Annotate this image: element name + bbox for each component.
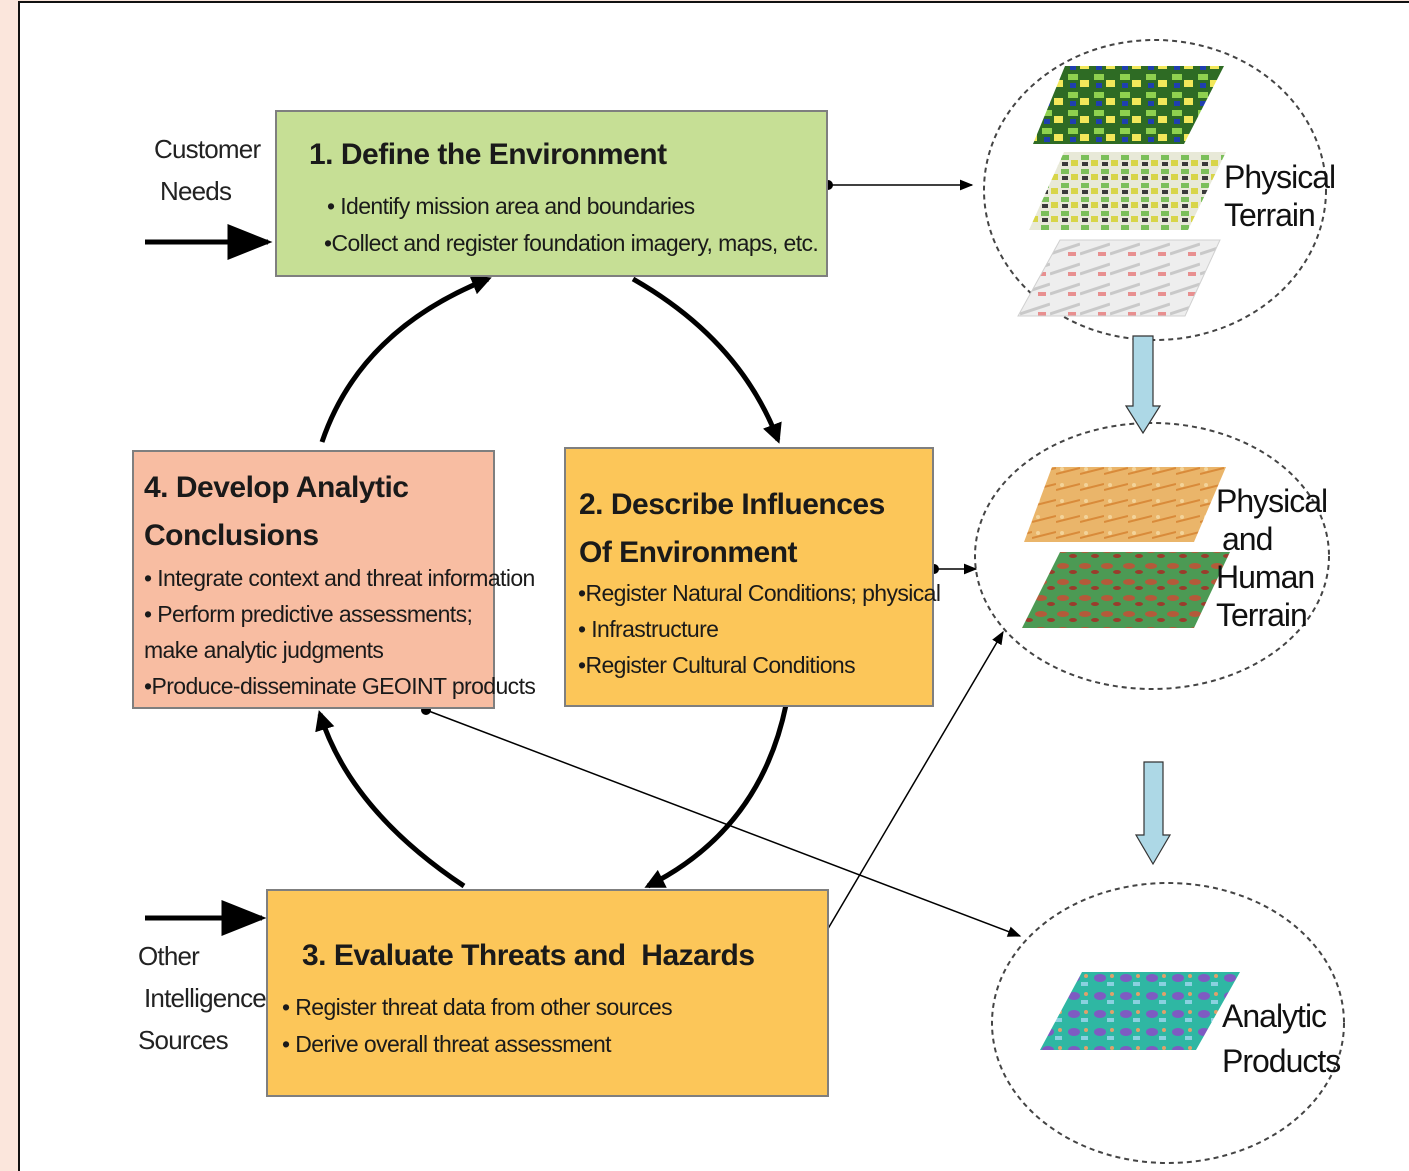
step-1-title: 1. Define the Environment xyxy=(309,138,667,171)
analytic-products-ellipse xyxy=(991,882,1345,1164)
other-sources-line-1: Other xyxy=(138,941,200,971)
list-item: • Identify mission area and boundaries xyxy=(327,193,695,219)
step-2-box: 2. Describe Influences Of Environment •R… xyxy=(564,447,941,707)
step-3-box: 3. Evaluate Threats and Hazards • Regist… xyxy=(266,889,829,1097)
other-sources-line-2: Intelligence xyxy=(144,983,267,1013)
physical-human-line-2: and xyxy=(1222,521,1273,557)
other-sources-label: Other Intelligence Sources xyxy=(138,935,267,1061)
list-item: • Integrate context and threat informati… xyxy=(144,565,535,591)
step-2-title-line-2: Of Environment xyxy=(579,536,798,569)
list-item: •Register Cultural Conditions xyxy=(578,652,856,678)
customer-needs-label: Customer Needs xyxy=(154,128,261,212)
step-4-title-line-2: Conclusions xyxy=(144,519,319,552)
flow-arrow-2 xyxy=(1134,761,1172,866)
step-1-box: 1. Define the Environment • Identify mis… xyxy=(275,110,828,277)
list-item: •Register Natural Conditions; physical xyxy=(578,580,941,606)
list-item: • Perform predictive assessments; make a… xyxy=(144,601,473,663)
flow-arrow-1 xyxy=(1124,335,1162,435)
analytic-map-layer xyxy=(1040,972,1240,1050)
step-1-bullets: • Identify mission area and boundaries •… xyxy=(324,188,819,262)
list-item: • Register threat data from other source… xyxy=(282,994,673,1020)
step-3-title: 3. Evaluate Threats and Hazards xyxy=(302,939,755,972)
road-map-layer xyxy=(1017,239,1221,317)
physical-human-line-3: Human xyxy=(1216,559,1315,595)
cycle-arrow-4-to-1 xyxy=(319,275,492,443)
relief-map-layer xyxy=(1022,552,1230,628)
step-4-title-line-1: 4. Develop Analytic xyxy=(144,471,409,504)
vegetation-map-layer xyxy=(1033,66,1224,144)
cycle-arrow-3-to-4 xyxy=(315,710,466,889)
physical-human-ellipse xyxy=(974,422,1330,690)
step-2-title-line-1: 2. Describe Influences xyxy=(579,488,885,521)
elevation-map-layer xyxy=(1024,467,1226,542)
physical-terrain-label: Physical Terrain xyxy=(1224,158,1336,234)
step-4-bullets: • Integrate context and threat informati… xyxy=(144,560,536,704)
cycle-arrow-1-to-2 xyxy=(631,276,782,444)
analytic-products-line-2: Products xyxy=(1222,1043,1341,1079)
list-item: •Collect and register foundation imagery… xyxy=(324,230,819,256)
step-3-bullets: • Register threat data from other source… xyxy=(282,989,673,1063)
list-item: • Derive overall threat assessment xyxy=(282,1031,612,1057)
physical-human-label: Physical and Human Terrain xyxy=(1216,482,1328,634)
step-4-box: 4. Develop Analytic Conclusions • Integr… xyxy=(132,450,536,709)
step-2-title: 2. Describe Influences Of Environment xyxy=(579,481,899,577)
connector-step4-analytic xyxy=(425,709,1022,937)
list-item: • Infrastructure xyxy=(578,616,719,642)
analytic-products-label: Analytic Products xyxy=(1222,994,1341,1084)
step-2-bullets: •Register Natural Conditions; physical •… xyxy=(578,575,941,683)
analytic-products-line-1: Analytic xyxy=(1222,998,1327,1034)
physical-human-line-1: Physical xyxy=(1216,483,1328,519)
physical-terrain-line-1: Physical xyxy=(1224,159,1336,195)
list-item: •Produce-disseminate GEOINT products xyxy=(144,673,536,699)
cycle-arrow-2-to-3 xyxy=(644,704,789,889)
customer-needs-line-2: Needs xyxy=(160,176,232,206)
customer-needs-line-1: Customer xyxy=(154,134,261,164)
urban-map-layer xyxy=(1029,152,1226,230)
physical-terrain-line-2: Terrain xyxy=(1224,197,1316,233)
other-sources-line-3: Sources xyxy=(138,1025,229,1055)
physical-terrain-ellipse xyxy=(983,39,1327,341)
physical-human-line-4: Terrain xyxy=(1216,597,1308,633)
step-4-title: 4. Develop Analytic Conclusions xyxy=(144,464,444,560)
connector-step3-human xyxy=(805,630,1004,967)
